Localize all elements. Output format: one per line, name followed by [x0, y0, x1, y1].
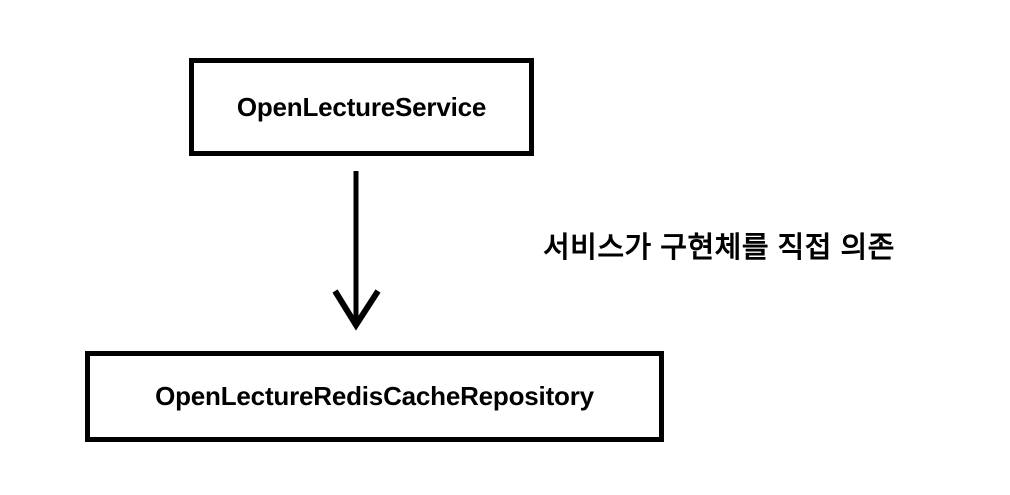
arrow-down-icon — [332, 171, 381, 331]
node-label-service: OpenLectureService — [236, 91, 487, 122]
node-open-lecture-service[interactable]: OpenLectureService — [189, 58, 534, 156]
node-open-lecture-redis-cache-repository[interactable]: OpenLectureRedisCacheRepository — [85, 351, 664, 442]
node-label-repository: OpenLectureRedisCacheRepository — [155, 381, 594, 411]
edge-annotation-label: 서비스가 구현체를 직접 의존 — [543, 232, 895, 264]
arrow-head — [332, 289, 381, 331]
dependency-arrow — [320, 168, 392, 333]
